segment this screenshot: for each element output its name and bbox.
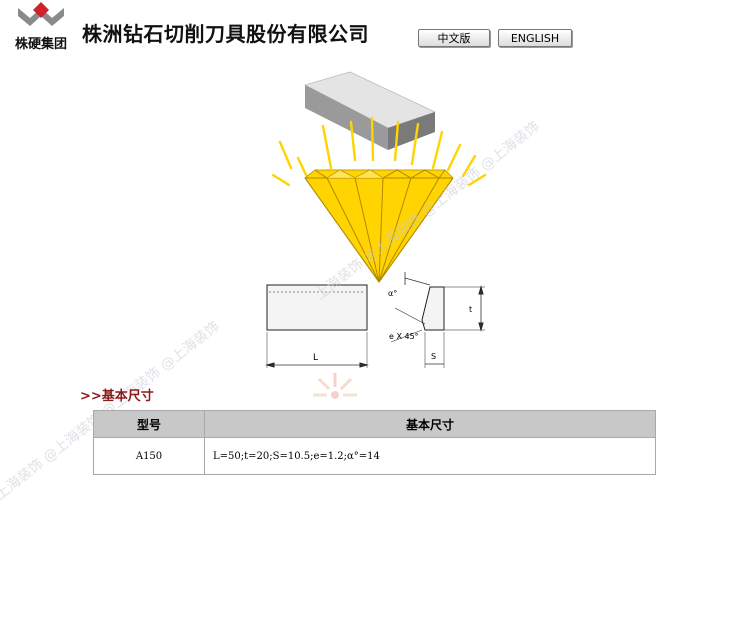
company-name: 株洲钻石切削刀具股份有限公司 bbox=[82, 22, 369, 46]
dimension-t-label: t bbox=[469, 305, 472, 314]
english-version-button[interactable]: ENGLISH bbox=[498, 29, 572, 47]
chinese-version-button[interactable]: 中文版 bbox=[418, 29, 490, 47]
logo-mark-icon bbox=[18, 2, 64, 26]
column-header-model: 型号 bbox=[93, 410, 205, 438]
section-title: >>基本尺寸 bbox=[80, 389, 154, 404]
dimension-alpha-label: α° bbox=[388, 289, 397, 298]
company-logo[interactable]: 株硬集团 bbox=[6, 2, 76, 52]
table-row: A150 L=50;t=20;S=10.5;e=1.2;α°=14 bbox=[93, 437, 656, 475]
diamond-icon bbox=[304, 169, 454, 283]
insert-block-image bbox=[304, 71, 436, 150]
light-rays bbox=[271, 116, 487, 187]
dimension-l-label: L bbox=[313, 353, 318, 363]
dimension-s-label: S bbox=[431, 352, 436, 361]
end-view-drawing bbox=[390, 272, 485, 368]
dimensions-cell: L=50;t=20;S=10.5;e=1.2;α°=14 bbox=[204, 437, 656, 475]
dimension-e-label: e X 45° bbox=[389, 332, 419, 341]
column-header-dimensions: 基本尺寸 bbox=[204, 410, 656, 438]
product-illustration: L α° t e X 45° S bbox=[255, 50, 505, 375]
table-header-row: 型号 基本尺寸 bbox=[93, 410, 656, 438]
model-cell: A150 bbox=[93, 437, 205, 475]
side-view-drawing bbox=[265, 284, 369, 368]
logo-text: 株硬集团 bbox=[14, 37, 67, 52]
watermark-logo-icon bbox=[313, 373, 357, 399]
header: 株硬集团 株洲钻石切削刀具股份有限公司 中文版 ENGLISH bbox=[0, 0, 750, 52]
spec-table: 型号 基本尺寸 A150 L=50;t=20;S=10.5;e=1.2;α°=1… bbox=[93, 410, 656, 475]
